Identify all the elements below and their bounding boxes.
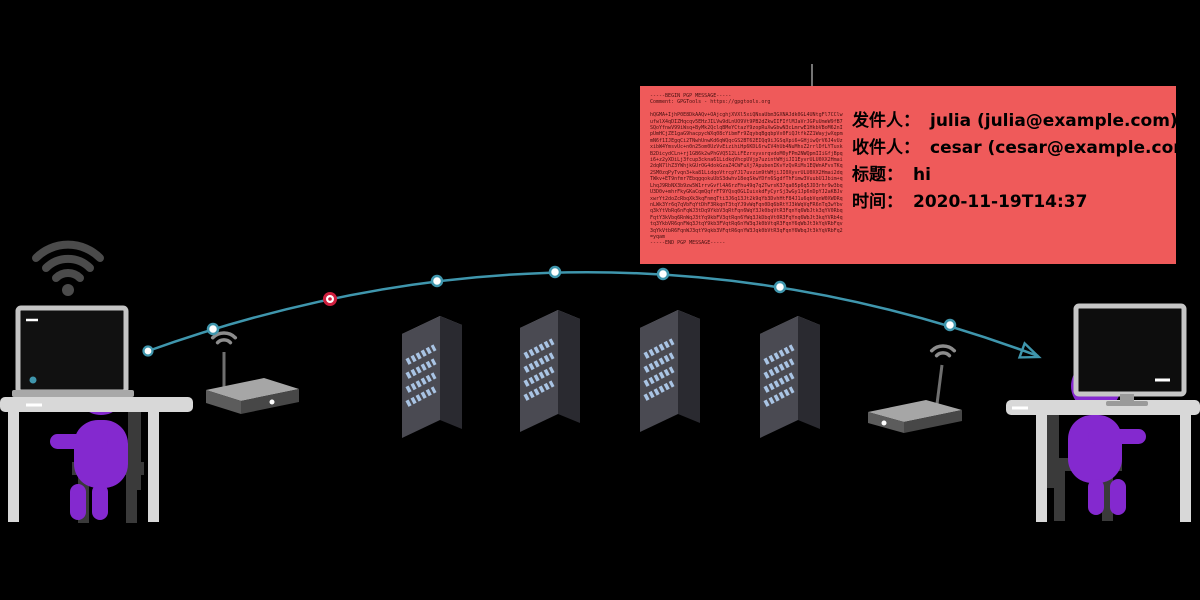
status-dot [29,376,37,384]
monitor-icon [1073,303,1187,406]
email-meta-row-recipient: 收件人： cesar (cesar@example.com) [852,139,1199,158]
antenna [935,364,944,405]
router-left [206,331,299,414]
router-right [868,344,962,433]
wifi-icon [929,344,957,358]
subject-label: 标题： [852,165,903,185]
email-meta-row-time: 时间： 2020-11-19T14:37 [852,193,1199,212]
email-meta-row-subject: 标题： hi [852,166,1199,185]
hop-node [206,322,220,336]
hop-nodes [206,265,957,336]
hop-node-highlighted [323,292,337,306]
server-3 [640,310,700,432]
recipient-label: 收件人： [852,138,920,158]
time-value: 2020-11-19T14:37 [913,192,1088,212]
desk [1006,400,1200,522]
email-meta: 发件人： julia (julia@example.com) 收件人： cesa… [852,112,1199,220]
hop-node [548,265,562,279]
server-1 [402,316,462,438]
arrow-icon [1017,341,1042,359]
arc-start-node [142,345,154,357]
pgp-message-text: -----BEGIN PGP MESSAGE----- Comment: GPG… [650,93,843,247]
server-4 [760,316,820,438]
led-dot [881,420,887,426]
sender-value: julia (julia@example.com) [930,111,1178,131]
wifi-icon [32,240,104,296]
transmission-arc [147,271,1039,358]
wifi-icon [210,331,238,345]
laptop-icon [12,305,134,397]
desk [0,397,193,522]
server-2 [520,310,580,432]
hop-node [943,318,957,332]
email-panel: -----BEGIN PGP MESSAGE----- Comment: GPG… [640,86,1199,264]
hop-node [773,280,787,294]
hop-node [430,274,444,288]
led-dot [269,399,275,405]
time-label: 时间： [852,192,903,212]
subject-value: hi [913,165,931,185]
recipient-value: cesar (cesar@example.com) [930,138,1199,158]
receiver-workstation [1006,303,1200,522]
email-meta-row-sender: 发件人： julia (julia@example.com) [852,112,1199,131]
sender-workstation [0,305,193,523]
sender-label: 发件人： [852,111,920,131]
hop-node [656,267,670,281]
